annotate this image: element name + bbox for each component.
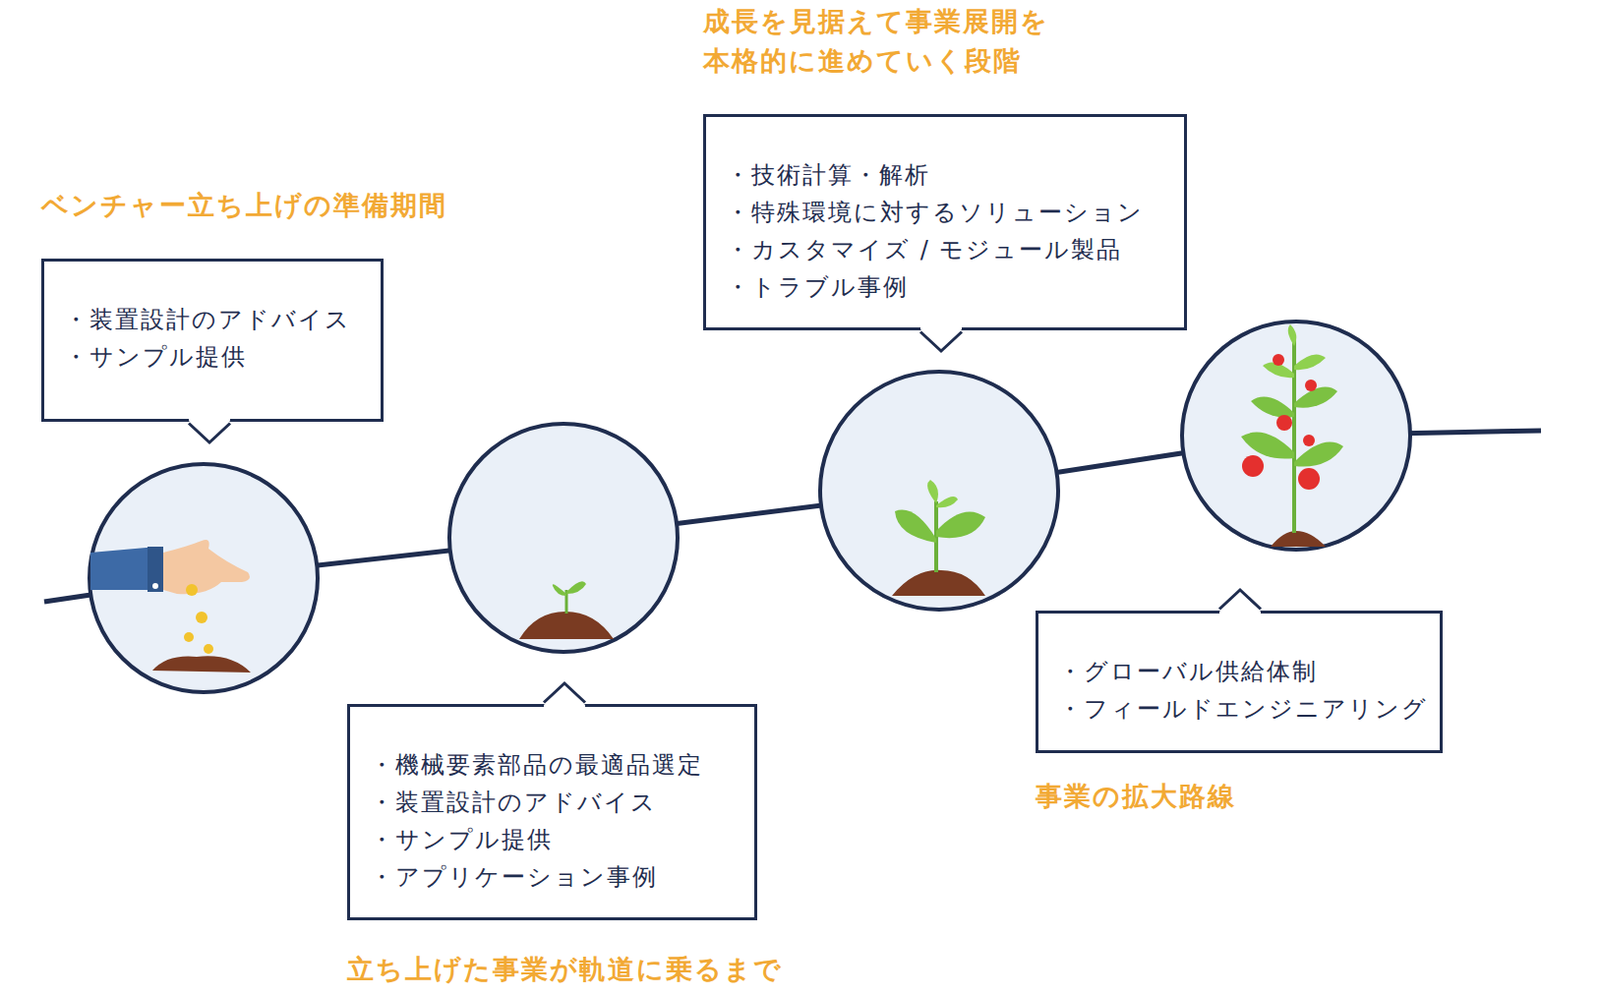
callout-box: ・グローバル供給体制・フィールドエンジニアリング事業の拡大路線: [1035, 610, 1443, 754]
bullet-item: ・トラブル事例: [725, 268, 1167, 306]
bullet-item: ・装置設計のアドバイス: [63, 300, 363, 339]
bullet-item: ・サンプル提供: [369, 821, 737, 859]
bullet-item: ・特殊環境に対するソリューション: [725, 193, 1167, 232]
stage-heading: 成長を見据えて事業展開を 本格的に進めていく段階: [703, 1, 1067, 81]
plant-circle: [820, 371, 1059, 610]
seed-circle: [89, 464, 318, 693]
bullet-item: ・装置設計のアドバイス: [369, 783, 737, 822]
stage-heading: 立ち上げた事業が軌道に乗るまで: [347, 949, 859, 990]
bullet-item: ・サンプル提供: [63, 338, 363, 376]
bullet-item: ・アプリケーション事例: [369, 858, 737, 896]
bullet-item: ・グローバル供給体制: [1058, 652, 1423, 691]
bullet-item: ・カスタマイズ / モジュール製品: [725, 231, 1167, 269]
callout-box: ・技術計算・解析・特殊環境に対するソリューション・カスタマイズ / モジュール製…: [703, 114, 1187, 331]
bullet-item: ・機械要素部品の最適品選定: [369, 746, 737, 784]
callout-box: ・機械要素部品の最適品選定・装置設計のアドバイス・サンプル提供・アプリケーション…: [347, 704, 758, 921]
callout-body: ・装置設計のアドバイス・サンプル提供: [44, 261, 381, 398]
callout-body: ・機械要素部品の最適品選定・装置設計のアドバイス・サンプル提供・アプリケーション…: [350, 707, 755, 918]
stage-heading: 事業の拡大路線: [1035, 776, 1449, 817]
sprout-circle: [449, 423, 678, 652]
callout-pointer: [186, 417, 233, 446]
tomato-circle: [1182, 321, 1411, 550]
callout-body: ・技術計算・解析・特殊環境に対するソリューション・カスタマイズ / モジュール製…: [706, 117, 1185, 328]
callout-body: ・グローバル供給体制・フィールドエンジニアリング: [1038, 613, 1440, 750]
callout-pointer: [918, 326, 964, 355]
bullet-item: ・フィールドエンジニアリング: [1058, 690, 1423, 728]
callout-box: ・装置設計のアドバイス・サンプル提供ベンチャー立ち上げの準備期間: [41, 258, 384, 422]
callout-pointer: [541, 680, 588, 709]
stage-heading: ベンチャー立ち上げの準備期間: [41, 185, 553, 226]
callout-pointer: [1217, 587, 1263, 615]
bullet-item: ・技術計算・解析: [725, 156, 1167, 194]
